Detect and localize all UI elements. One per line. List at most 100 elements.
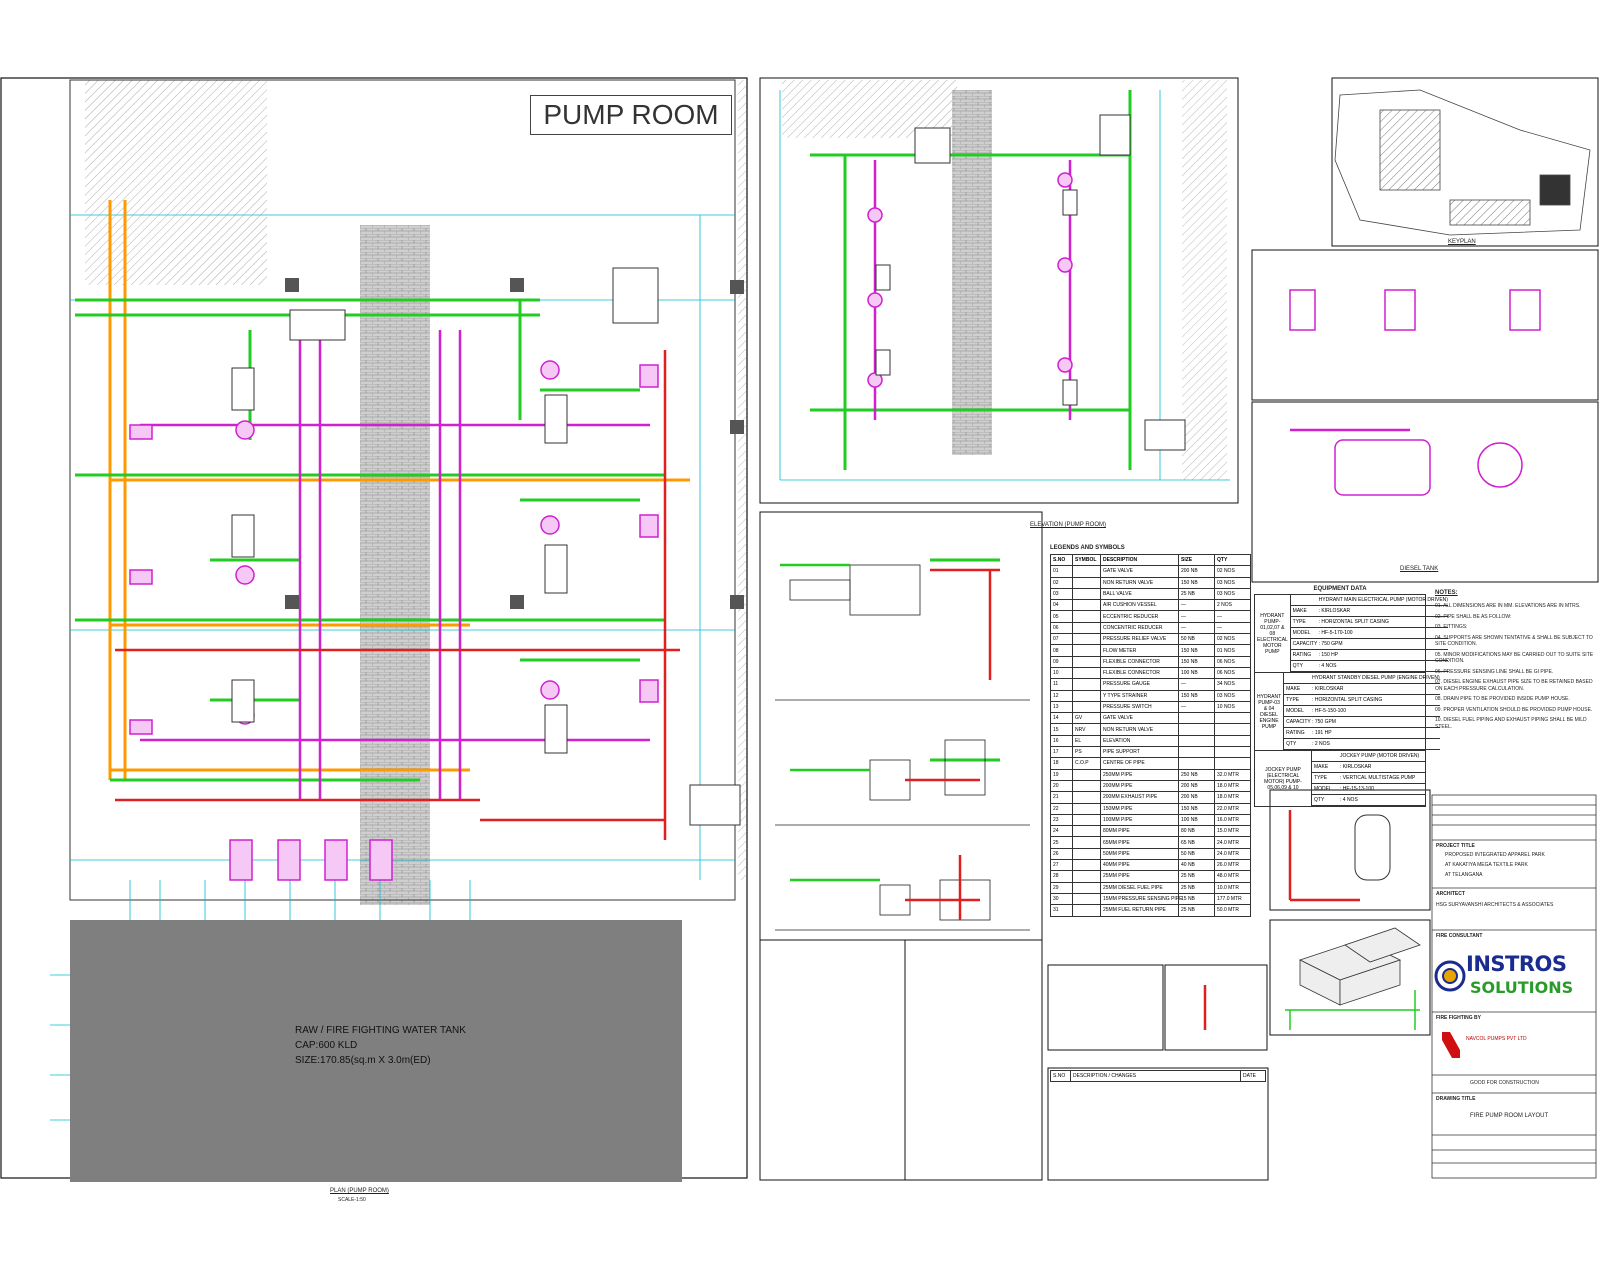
legend-cell: 100MM PIPE bbox=[1100, 813, 1179, 827]
equipment-value: : 4 NOS bbox=[1318, 663, 1337, 669]
legend-cell: 25 NB bbox=[1178, 904, 1215, 917]
equipment-value: : 191 HP bbox=[1312, 730, 1332, 736]
legend-cell: 100 NB bbox=[1178, 666, 1215, 680]
legend-cell bbox=[1072, 791, 1101, 804]
equipment-row: RATING: 191 HP bbox=[1284, 728, 1440, 739]
legend-cell: 80 NB bbox=[1178, 825, 1215, 838]
legend-cell bbox=[1072, 633, 1101, 646]
note-item: 07. DIESEL ENGINE EXHAUST PIPE SIZE TO B… bbox=[1435, 679, 1593, 692]
equipment-value: : HORIZONTAL SPLIT CASING bbox=[1318, 619, 1389, 625]
legend-cell bbox=[1072, 870, 1101, 883]
legend-cell: 150 NB bbox=[1178, 655, 1215, 668]
equipment-title: EQUIPMENT DATA bbox=[1313, 586, 1367, 592]
legend-cell bbox=[1072, 779, 1101, 793]
legend-cell bbox=[1072, 689, 1101, 702]
legend-cell: 200MM EXHAUST PIPE bbox=[1100, 791, 1179, 804]
contractor-name: NAVCOL PUMPS PVT LTD bbox=[1466, 1036, 1527, 1042]
legend-cell: 12 bbox=[1050, 689, 1073, 702]
equipment-tag: HYDRANT PUMP-01,02,07 & 08 ELECTRICAL MO… bbox=[1255, 595, 1291, 672]
tank-label-size: SIZE:170.85(sq.m X 3.0m(ED) bbox=[295, 1055, 431, 1066]
notes-panel: NOTES: 01. ALL DIMENSIONS ARE IN MM. ELE… bbox=[1435, 590, 1595, 730]
project-line-2: AT KAKATIYA MEGA TEXTILE PARK bbox=[1445, 862, 1528, 868]
legend-cell bbox=[1072, 859, 1101, 872]
legend-cell: FLOW METER bbox=[1100, 644, 1179, 657]
legend-cell: C.O.P bbox=[1072, 757, 1101, 770]
equipment-value: : 150 HP bbox=[1318, 652, 1339, 658]
legend-cell: — bbox=[1178, 610, 1215, 623]
legend-cell: 177.0 MTR bbox=[1214, 892, 1251, 906]
equipment-row: MODEL: HF-15-13-100 bbox=[1312, 784, 1425, 795]
legend-cell bbox=[1072, 678, 1101, 691]
tank-label-name: RAW / FIRE FIGHTING WATER TANK bbox=[295, 1025, 466, 1036]
legend-cell: 25 NB bbox=[1178, 881, 1215, 894]
legend-cell bbox=[1214, 746, 1251, 759]
equipment-key bbox=[1284, 673, 1312, 683]
equipment-value: : HF-5-150-100 bbox=[1312, 708, 1346, 714]
legend-cell: 22.0 MTR bbox=[1214, 802, 1251, 815]
legend-cell: 40MM PIPE bbox=[1100, 859, 1179, 872]
revision-header-cell: DATE bbox=[1240, 1069, 1266, 1083]
equipment-row: MAKE: KIRLOSKAR bbox=[1290, 606, 1448, 617]
equipment-row: HYDRANT MAIN ELECTRICAL PUMP (MOTOR DRIV… bbox=[1290, 595, 1448, 606]
legend-cell: — bbox=[1178, 678, 1215, 691]
legend-cell: 25 NB bbox=[1178, 587, 1215, 601]
equipment-key: QTY bbox=[1314, 797, 1325, 803]
legend-cell: 150 NB bbox=[1178, 802, 1215, 815]
tank-label-capacity: CAP:600 KLD bbox=[295, 1040, 358, 1051]
legend-cell: 30 bbox=[1050, 892, 1073, 906]
legend-cell bbox=[1214, 757, 1251, 770]
legend-cell: 23 bbox=[1050, 813, 1073, 827]
logo-text-solutions: SOLUTIONS bbox=[1470, 978, 1574, 997]
note-item: 03. FITTINGS: bbox=[1435, 624, 1468, 630]
legend-cell: 15MM PRESSURE SENSING PIPE bbox=[1100, 892, 1182, 906]
legend-cell: CENTRE OF PIPE bbox=[1100, 757, 1179, 770]
legend-cell: 16.0 MTR bbox=[1214, 813, 1251, 827]
legend-cell: 150MM PIPE bbox=[1100, 802, 1179, 815]
note-item: 08. DRAIN PIPE TO BE PROVIDED INSIDE PUM… bbox=[1435, 696, 1570, 702]
legend-cell: 02 NOS bbox=[1214, 565, 1251, 578]
legend-cell: 27 bbox=[1050, 859, 1073, 872]
equipment-row: MAKE: KIRLOSKAR bbox=[1284, 684, 1440, 695]
equipment-value: : HF-5-170-100 bbox=[1318, 630, 1353, 636]
legend-cell: 01 bbox=[1050, 565, 1073, 578]
legend-cell bbox=[1072, 610, 1101, 623]
legend-cell: 150 NB bbox=[1178, 576, 1215, 589]
legend-cell: 65 NB bbox=[1178, 836, 1215, 849]
navcol-logo-icon bbox=[1442, 1032, 1460, 1058]
equipment-row: TYPE: VERTICAL MULTISTAGE PUMP bbox=[1312, 773, 1425, 784]
equipment-key: MAKE bbox=[1286, 686, 1301, 692]
legend-cell: 02 NOS bbox=[1214, 633, 1251, 646]
elevation-caption: ELEVATION (PUMP ROOM) bbox=[1030, 522, 1107, 528]
project-line-1: PROPOSED INTEGRATED APPAREL PARK bbox=[1445, 852, 1545, 858]
legend-cell: 14 bbox=[1050, 712, 1073, 725]
legend-cell bbox=[1072, 587, 1101, 601]
legend-cell: 17 bbox=[1050, 746, 1073, 759]
project-label: PROJECT TITLE bbox=[1436, 843, 1475, 849]
equipment-tag: JOCKEY PUMP (ELECTRICAL MOTOR) PUMP-05,0… bbox=[1255, 751, 1312, 806]
contractor-label: FIRE FIGHTING BY bbox=[1436, 1015, 1481, 1021]
legend-cell: 65MM PIPE bbox=[1100, 836, 1179, 849]
legend-cell: FLEXIBLE CONNECTOR bbox=[1100, 655, 1179, 668]
equipment-key: TYPE bbox=[1292, 619, 1306, 625]
equipment-value: JOCKEY PUMP (MOTOR DRIVEN) bbox=[1340, 753, 1420, 759]
legend-cell: 250 NB bbox=[1178, 768, 1215, 781]
legend-cell: GV bbox=[1072, 712, 1101, 725]
legend-cell: 26.0 MTR bbox=[1214, 859, 1251, 872]
equipment-key bbox=[1291, 595, 1319, 605]
legend-cell bbox=[1178, 746, 1215, 759]
legend-cell bbox=[1214, 712, 1251, 725]
equipment-row: QTY: 4 NOS bbox=[1290, 661, 1448, 672]
legend-cell: 15 bbox=[1050, 723, 1073, 736]
equipment-row: TYPE: HORIZONTAL SPLIT CASING bbox=[1284, 695, 1440, 706]
legend-cell: 24.0 MTR bbox=[1214, 836, 1251, 849]
